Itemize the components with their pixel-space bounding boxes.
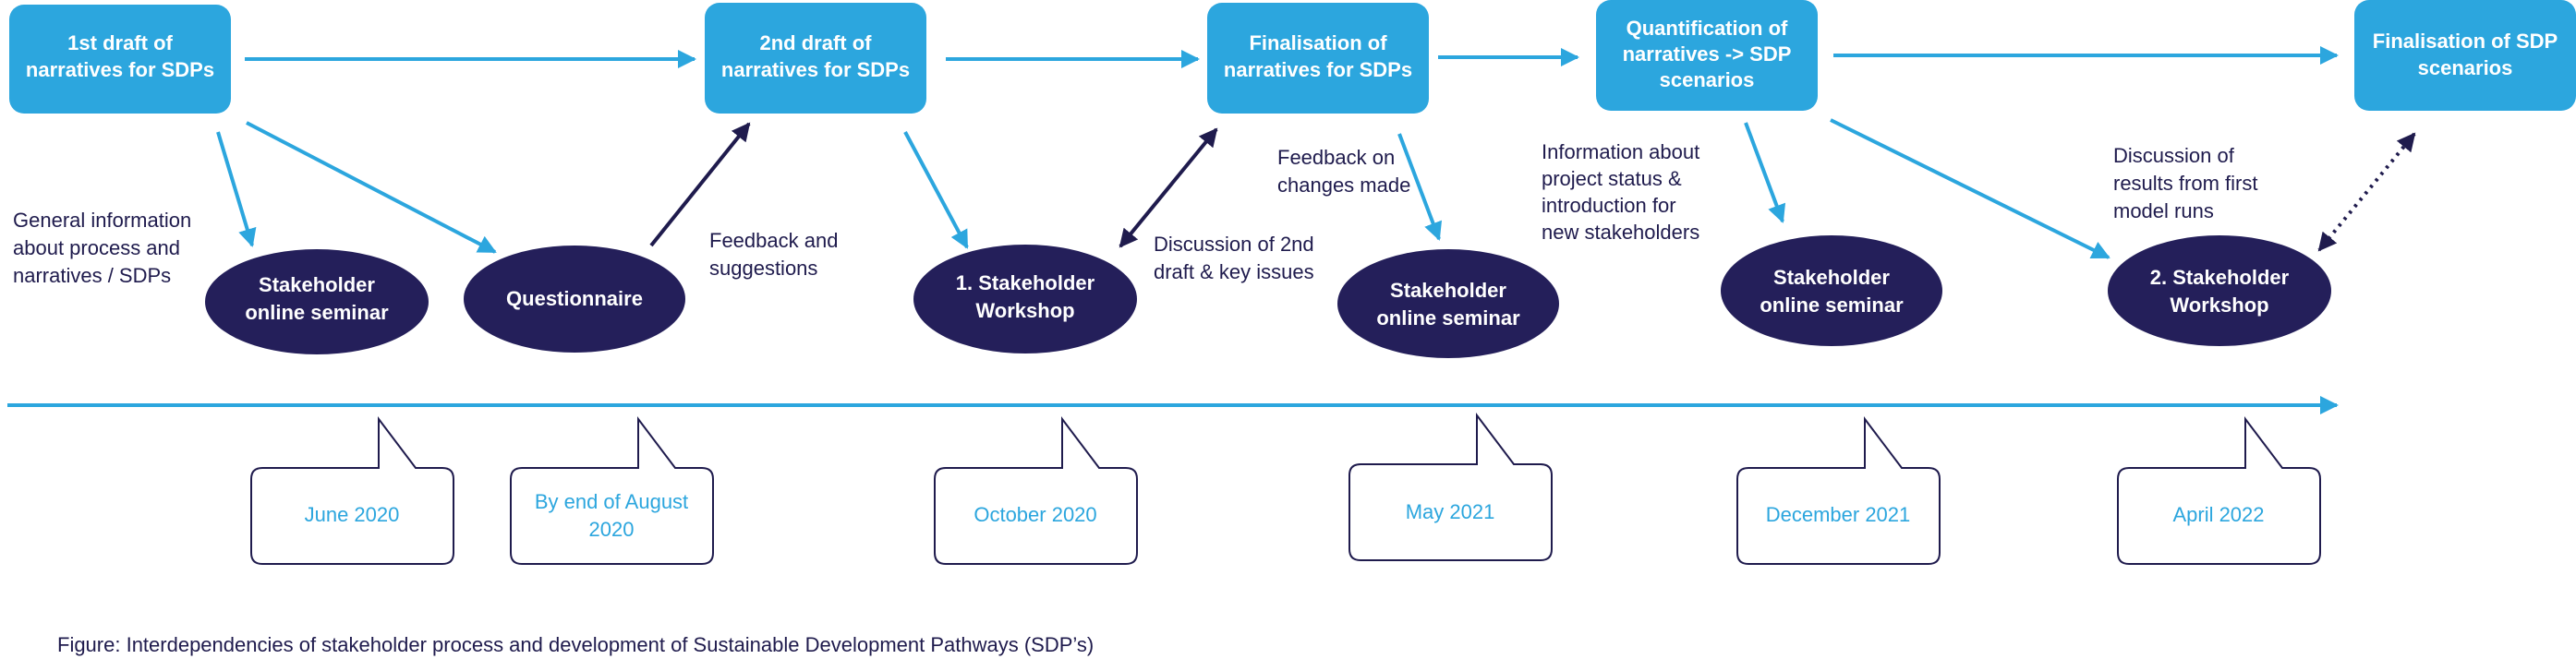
svg-text:October 2020: October 2020 <box>974 503 1096 526</box>
arrow-workshop1-phase3-bidirectional <box>1119 127 1218 248</box>
arrow-phase2-to-workshop1 <box>903 131 969 249</box>
svg-text:April 2022: April 2022 <box>2172 503 2264 526</box>
date-callout-6: April 2022 <box>2117 416 2321 565</box>
date-callout-4: May 2021 <box>1348 413 1553 561</box>
arrow-phase1-to-questionnaire <box>246 121 497 254</box>
svg-text:Questionnaire: Questionnaire <box>506 287 643 310</box>
date-callout-5: December 2021 <box>1736 416 1941 565</box>
svg-text:May 2021: May 2021 <box>1406 500 1495 523</box>
svg-text:June 2020: June 2020 <box>305 503 400 526</box>
arrows <box>7 46 2416 414</box>
arrow-phase4-to-seminar3 <box>1744 122 1786 223</box>
date-callout-3: October 2020 <box>934 416 1138 565</box>
arrow-phase1-to-seminar1 <box>216 131 257 247</box>
arrow-questionnaire-to-phase2 <box>649 122 751 247</box>
event-questionnaire: Questionnaire <box>464 246 685 353</box>
figure-caption: Figure: Interdependencies of stakeholder… <box>57 633 1094 656</box>
svg-text:December 2021: December 2021 <box>1766 503 1911 526</box>
date-callout-1: June 2020 <box>250 416 454 565</box>
arrow-phase3-to-seminar2 <box>1397 133 1443 241</box>
arrow-phase4-to-workshop2 <box>1830 118 2110 259</box>
arrow-phase5-workshop2-dotted <box>2317 132 2416 252</box>
